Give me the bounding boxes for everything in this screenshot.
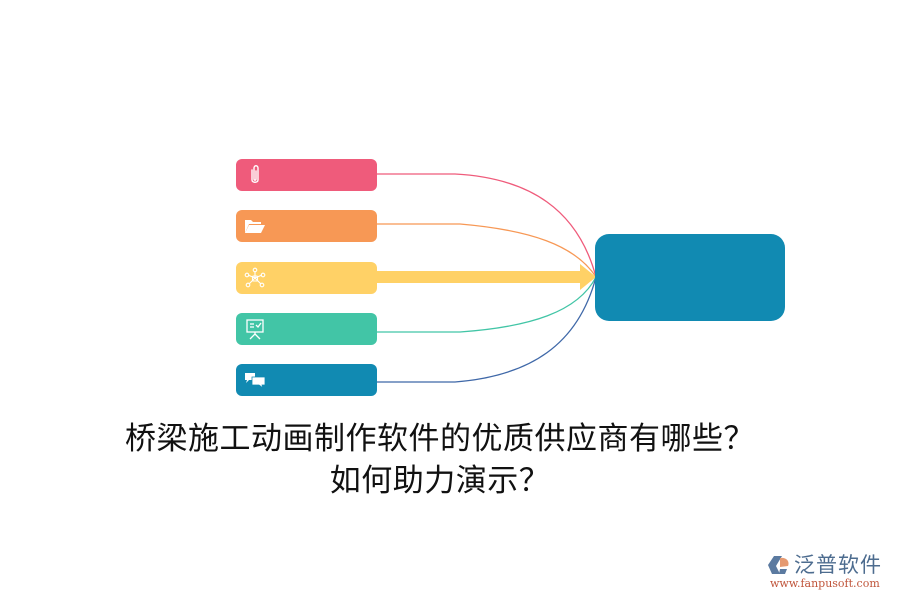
presentation-board-icon bbox=[244, 318, 266, 340]
branch-item-5[interactable] bbox=[236, 364, 377, 396]
branch-item-2[interactable] bbox=[236, 210, 377, 242]
central-hub-node[interactable] bbox=[595, 234, 785, 321]
branch-item-1[interactable] bbox=[236, 159, 377, 191]
connector-pink bbox=[377, 173, 597, 278]
diagram-title: 桥梁施工动画制作软件的优质供应商有哪些？ 如何助力演示？ bbox=[0, 418, 880, 502]
network-icon bbox=[244, 267, 266, 289]
title-line-2: 如何助力演示？ bbox=[329, 463, 551, 499]
watermark-logo: 泛普软件 www.fanpusoft.com bbox=[766, 553, 896, 593]
connector-green bbox=[377, 276, 597, 333]
fanpu-logo-icon bbox=[768, 556, 789, 574]
title-line-1: 桥梁施工动画制作软件的优质供应商有哪些？ bbox=[125, 421, 755, 457]
paperclip-icon bbox=[244, 164, 266, 186]
watermark-url: www.fanpusoft.com bbox=[770, 577, 880, 590]
branch-item-3[interactable] bbox=[236, 262, 377, 294]
connector-orange bbox=[377, 223, 597, 278]
connector-yellow-arrow bbox=[377, 264, 596, 290]
branch-item-4[interactable] bbox=[236, 313, 377, 345]
chat-bubbles-icon bbox=[244, 369, 266, 391]
watermark-brand: 泛普软件 bbox=[794, 553, 882, 577]
folder-open-icon bbox=[244, 215, 266, 237]
connector-blue bbox=[377, 276, 597, 383]
